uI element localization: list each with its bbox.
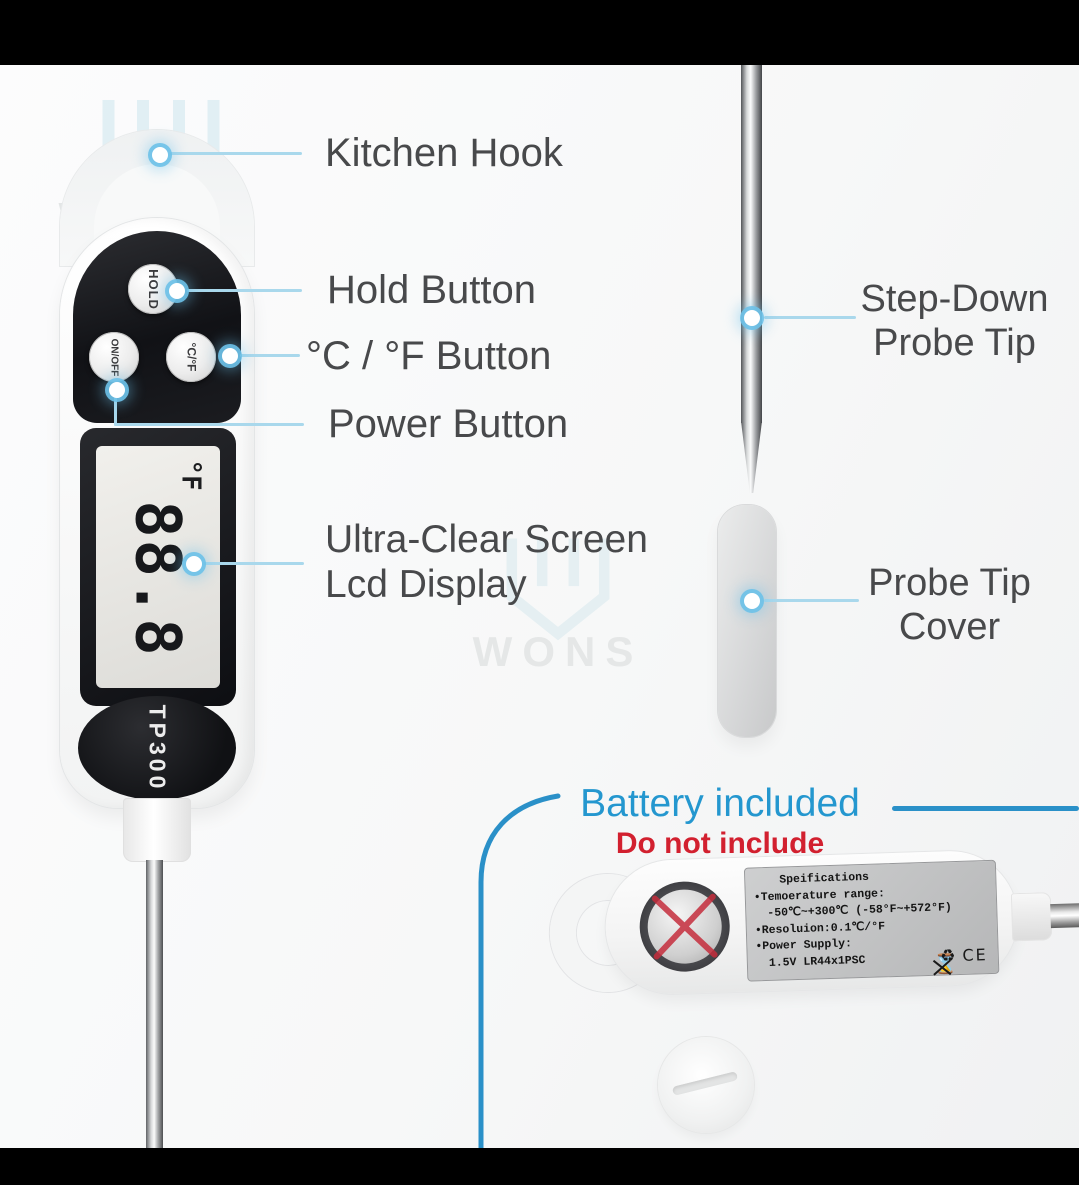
battery-not-included-label: Do not include xyxy=(615,827,825,860)
callout-line xyxy=(114,423,304,426)
label-stepdown-line2: Probe Tip xyxy=(873,322,1036,364)
callout-line xyxy=(204,562,304,565)
letterbox-bar-bottom xyxy=(0,1148,1079,1185)
hold-button-label: HOLD xyxy=(145,268,161,310)
callout-line xyxy=(170,152,302,155)
model-label: TP300 xyxy=(144,704,171,792)
label-hold-button: Hold Button xyxy=(327,268,537,312)
callout-dot-kitchen-hook xyxy=(152,147,168,163)
label-lcd-line2: Lcd Display xyxy=(325,563,527,606)
battery-included-label: Battery included xyxy=(580,782,860,825)
label-stepdown-line1: Step-Down xyxy=(860,278,1049,320)
power-button-label: ON/OFF xyxy=(108,338,120,376)
callout-line xyxy=(114,396,117,426)
callout-dot-hold xyxy=(169,283,185,299)
letterbox-bar-top xyxy=(0,0,1079,65)
label-cover-line2: Cover xyxy=(898,606,1001,648)
label-power-button: Power Button xyxy=(328,402,569,446)
label-kitchen-hook: Kitchen Hook xyxy=(325,131,563,175)
wons-logo-icon xyxy=(492,528,624,660)
battery-cover-disc xyxy=(658,1037,754,1133)
ce-mark: CE xyxy=(962,944,989,965)
label-cover-line1: Probe Tip xyxy=(868,562,1031,604)
certification-icons: ⌛ ♻ CE xyxy=(933,944,989,976)
thermometer-back-view: Speifications •Temoerature range: -50℃~+… xyxy=(546,845,1079,1014)
probe-tip-cover xyxy=(718,505,776,737)
specifications-plate: Speifications •Temoerature range: -50℃~+… xyxy=(743,859,1000,982)
power-physical-button: ON/OFF xyxy=(89,332,139,382)
probe-shaft xyxy=(146,860,163,1150)
callout-dot-cover xyxy=(744,593,760,609)
label-cf-button: °C / °F Button xyxy=(306,334,552,378)
label-lcd-line1: Ultra-Clear Screen xyxy=(325,518,648,561)
stepdown-probe-rod xyxy=(741,65,762,423)
stepdown-probe-tip xyxy=(741,421,762,493)
recycle-icon: ♻ xyxy=(939,945,956,967)
battery-cover-slot xyxy=(671,1071,739,1096)
callout-dot-lcd xyxy=(186,556,202,572)
callout-line xyxy=(187,289,302,292)
probe-neck xyxy=(123,798,191,862)
callout-dot-cf xyxy=(222,348,238,364)
unit-toggle-physical-button: °C/°F xyxy=(166,332,216,382)
back-probe-shaft xyxy=(1050,901,1079,929)
red-cross-icon xyxy=(651,893,718,960)
callout-line xyxy=(240,354,300,357)
watermark-brand-text: WONS xyxy=(472,628,644,675)
callout-line xyxy=(764,599,859,602)
callout-dot-stepdown xyxy=(744,310,760,326)
lcd-reading: 88.8 xyxy=(121,500,195,658)
callout-line xyxy=(764,316,856,319)
thermometer-head-panel xyxy=(73,231,241,423)
unit-toggle-label: °C/°F xyxy=(184,342,198,372)
model-badge: TP300 xyxy=(78,696,236,800)
battery-compartment xyxy=(638,880,732,973)
callout-dot-power xyxy=(109,382,125,398)
back-probe-neck xyxy=(1010,892,1053,942)
battery-callout-line xyxy=(892,806,1079,811)
battery-callout-curve xyxy=(478,793,561,1151)
lcd-unit: °F xyxy=(175,459,206,491)
